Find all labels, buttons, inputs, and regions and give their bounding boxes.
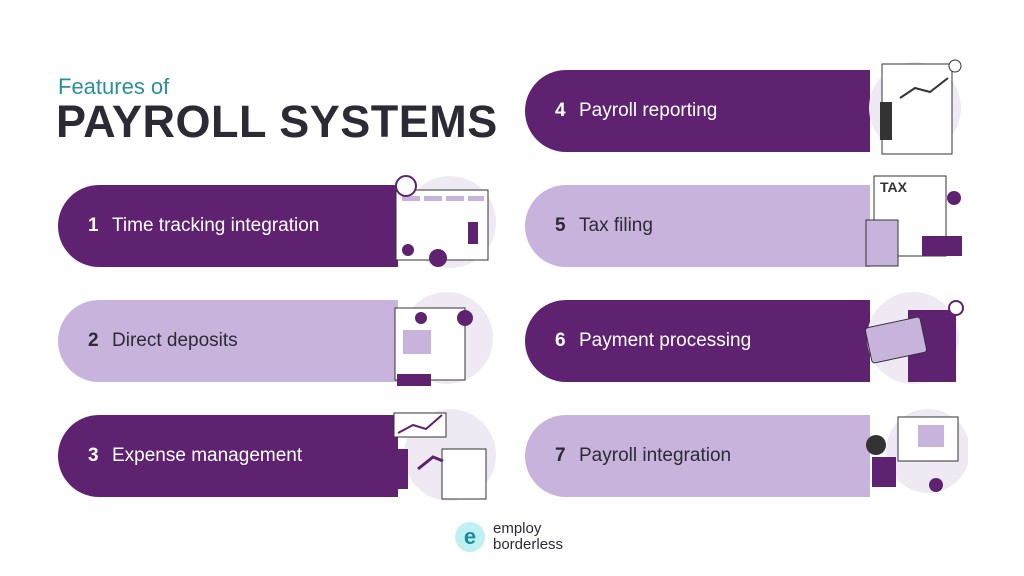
subtitle: Features of	[58, 74, 170, 99]
feature-number: 6	[555, 330, 566, 351]
feature-label: Time tracking integration	[112, 215, 320, 236]
feature-label: Payroll reporting	[579, 100, 718, 121]
feature-number: 4	[555, 100, 566, 121]
logo-line2: borderless	[493, 536, 564, 553]
feature-label: Payment processing	[579, 330, 752, 351]
payment-processing-illustration	[864, 292, 964, 384]
payroll-reporting-illustration	[869, 59, 962, 155]
feature-label: Tax filing	[579, 215, 653, 236]
feature-7: 7 Payroll integration	[525, 415, 870, 497]
time-tracking-illustration	[395, 175, 496, 268]
direct-deposit-illustration	[394, 292, 493, 386]
logo-mark: e	[455, 522, 485, 552]
feature-4: 4 Payroll reporting	[525, 70, 870, 152]
feature-2: 2 Direct deposits	[58, 300, 398, 382]
feature-1: 1 Time tracking integration	[58, 185, 398, 267]
logo-line1: employ	[493, 520, 542, 537]
tax-label: TAX	[880, 179, 908, 195]
feature-5: 5 Tax filing	[525, 185, 870, 267]
feature-number: 2	[88, 330, 99, 351]
feature-label: Expense management	[112, 445, 303, 466]
feature-number: 3	[88, 445, 99, 466]
feature-label: Payroll integration	[579, 445, 732, 466]
feature-number: 5	[555, 215, 566, 236]
payroll-integration-illustration	[866, 409, 968, 493]
feature-6: 6 Payment processing	[525, 300, 870, 382]
tax-filing-illustration: TAX	[865, 175, 962, 267]
feature-number: 1	[88, 215, 99, 236]
page-title: PAYROLL SYSTEMS	[56, 96, 498, 147]
expense-management-illustration	[393, 409, 496, 501]
feature-3: 3 Expense management	[58, 415, 398, 497]
feature-label: Direct deposits	[112, 330, 238, 351]
feature-number: 7	[555, 445, 566, 466]
